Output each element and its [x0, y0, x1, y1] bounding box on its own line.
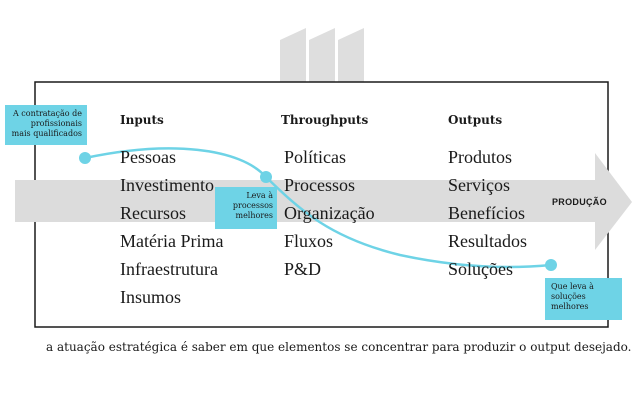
chimney — [309, 28, 335, 82]
list-item: Pessoas — [120, 147, 177, 167]
curve-end-dot — [545, 259, 557, 271]
note-left: A contratação de profissionais mais qual… — [5, 105, 87, 145]
list-item: Processos — [284, 175, 355, 195]
outputs-heading: Outputs — [448, 113, 503, 127]
list-item: Serviços — [448, 175, 510, 195]
list-item: Infraestrutura — [120, 259, 218, 279]
outputs-list: Produtos Serviços Benefícios Resultados … — [448, 143, 527, 283]
list-item: Resultados — [448, 231, 527, 251]
list-item: Fluxos — [284, 231, 334, 251]
list-item: Políticas — [284, 147, 346, 167]
flow-curve — [84, 147, 552, 269]
production-label: PRODUÇÃO — [552, 197, 607, 207]
production-arrow — [15, 153, 632, 250]
list-item: Recursos — [120, 203, 186, 223]
curve-middle-dot — [260, 171, 272, 183]
chimney — [338, 28, 364, 82]
list-item: Produtos — [448, 147, 513, 167]
curve-start-dot — [79, 152, 91, 164]
chimney — [280, 28, 306, 82]
list-item: Organização — [284, 203, 375, 223]
list-item: Matéria Prima — [120, 231, 224, 251]
inputs-heading: Inputs — [120, 113, 164, 127]
note-middle: Leva à processos melhores — [215, 187, 277, 229]
list-item: Benefícios — [448, 203, 525, 223]
caption: a atuação estratégica é saber em que ele… — [46, 340, 632, 354]
list-item: Soluções — [448, 259, 513, 279]
inputs-list: Pessoas Investimento Recursos Matéria Pr… — [120, 143, 223, 311]
list-item: Investimento — [120, 175, 214, 195]
list-item: P&D — [284, 259, 322, 279]
list-item: Insumos — [120, 287, 182, 307]
throughputs-heading: Throughputs — [281, 113, 369, 127]
throughputs-list: Políticas Processos Organização Fluxos P… — [284, 143, 375, 283]
note-right: Que leva à soluções melhores — [545, 278, 622, 320]
